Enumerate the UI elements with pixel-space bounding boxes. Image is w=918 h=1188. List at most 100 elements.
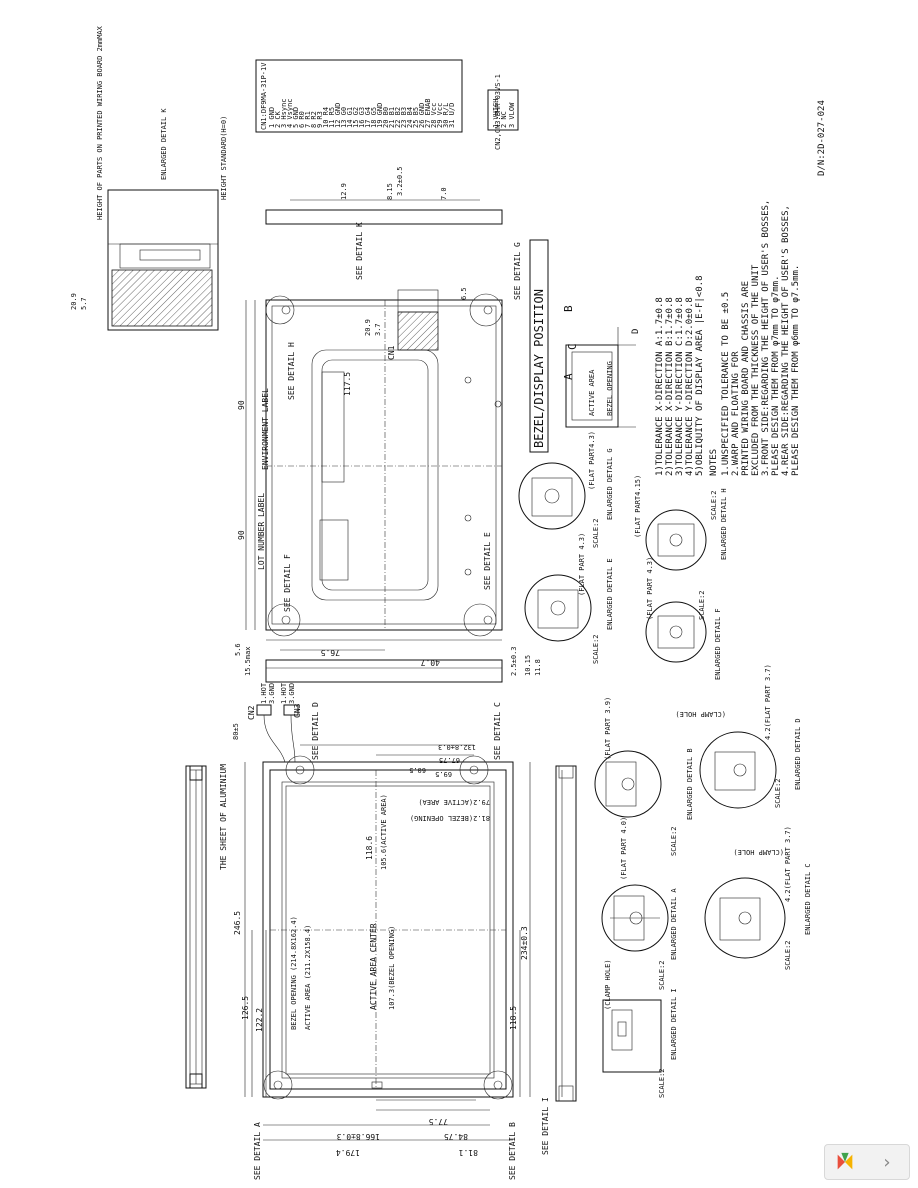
active-area-label: ACTIVE AREA xyxy=(588,369,596,416)
detail-h-scale: SCALE:2 xyxy=(710,490,718,520)
doc-number: D/N:2D-027-024 xyxy=(817,100,827,176)
cn1-pin-1: 1 GND xyxy=(268,107,276,128)
detail-b-title: ENLARGED DETAIL B xyxy=(686,748,694,820)
note-7: 4.REAR SIDE:REGARDING THE HEIGHT OF USER… xyxy=(781,205,791,476)
cn1-pin-22: 22 B2 xyxy=(394,107,402,128)
note-3: PRINTED WIRING BOARD AND CHASSIS ARE xyxy=(741,281,751,476)
dim-234: 234±0.3 xyxy=(520,926,529,960)
cn1-pin-26: 26 GND xyxy=(418,103,426,128)
tolerance-list: 1)TOLERANCE X-DIRECTION A:1.7±0.8 2)TOLE… xyxy=(655,276,705,476)
cn1-pin-28: 28 Vcc xyxy=(430,103,438,128)
cn1-pin-30: 30 R/L xyxy=(442,103,450,128)
note-4: EXCLUDED FROM THE THICKNESS OF THE UNIT xyxy=(751,264,761,476)
cn1-pin-18: 18 G5 xyxy=(370,107,378,128)
note-8: PLEASE DESIGN THEM FROM φ6mm TO φ7.5mm. xyxy=(791,265,801,476)
dim-bezel-opening-v: 107.3(BEZEL OPENING) xyxy=(388,926,396,1010)
cn1-pin-7: 7 R1 xyxy=(304,111,312,128)
dim-height-total: 246.5 xyxy=(233,911,242,935)
cn3-pin-3: 3.GND xyxy=(288,683,296,704)
dim-bezel-opening-h: 81.2(BEZEL OPENING) xyxy=(410,814,490,822)
bezel-opening-label: BEZEL OPENING xyxy=(606,361,614,416)
cn1-pin-5: 5 GND xyxy=(292,107,300,128)
details-front: ENLARGED DETAIL I SCALE:2 ENLARGED DETAI… xyxy=(594,664,812,1098)
dim-84-75: 84.75 xyxy=(444,1132,468,1141)
cn1-pin-10: 10 R4 xyxy=(322,107,330,128)
dim-69-5: 69.5 xyxy=(435,770,452,778)
detail-g-flat: (FLAT PART4.3) xyxy=(588,431,596,490)
back-view: 90 90 117.5 76.5 40.7 15.5max 5.6 2.5±0.… xyxy=(234,166,542,683)
back-dim-7-0: 7.0 xyxy=(440,187,448,200)
cn23-header: CN2,CN3:BHR-03VS-1 xyxy=(494,74,502,150)
cn1-pin-29: 29 Vcc xyxy=(436,103,444,128)
cn3-label: CN3 xyxy=(293,703,302,718)
dim-122-2: 122.2 xyxy=(255,1008,264,1032)
detail-d-clamp: (CLAMP HOLE) xyxy=(675,710,726,718)
detail-k-dim-20-9: 20.9 xyxy=(70,293,78,310)
detail-k-dim-5-7: 5.7 xyxy=(80,297,88,310)
detail-c-clamp: (CLAMP HOLE) xyxy=(733,848,784,856)
back-dim-5-6: 5.6 xyxy=(234,643,242,656)
detail-g-scale: SCALE:2 xyxy=(592,518,600,548)
detail-i-title: ENLARGED DETAIL I xyxy=(670,988,678,1060)
cn1-pin-3: 3 Hsync xyxy=(280,98,288,128)
back-dim-2-5: 2.5±0.3 xyxy=(510,646,518,676)
dim-67-75: 67.75 xyxy=(439,756,460,764)
dim-126-5: 126.5 xyxy=(241,996,250,1020)
dim-118-6: 118.6 xyxy=(365,836,374,860)
next-page-button[interactable]: › xyxy=(883,1151,891,1173)
cn1-pin-25: 25 B5 xyxy=(412,107,420,128)
detail-c-title: ENLARGED DETAIL C xyxy=(804,863,812,935)
detail-k-parts: HEIGHT OF PARTS ON PRINTED WIRING BOARD … xyxy=(96,25,104,220)
dim-60-5: 60.5 xyxy=(409,766,426,774)
environment-label: ENVIRONMENT LABEL xyxy=(261,388,270,470)
cn1-pin-9: 9 R3 xyxy=(316,111,324,128)
notes-block: NOTES 1.UNSPECIFIED TOLERANCE TO BE ±0.5… xyxy=(709,200,801,476)
bezel-label-a: A xyxy=(562,373,575,380)
dim-active-area-h: 79.2(ACTIVE AREA) xyxy=(418,798,490,806)
app-logo-icon xyxy=(837,1152,853,1170)
cn2-pin-3: 3.GND xyxy=(268,683,276,704)
cn1-pin-19: 19 GND xyxy=(376,103,384,128)
detail-f-title: ENLARGED DETAIL F xyxy=(714,608,722,680)
see-detail-g: SEE DETAIL G xyxy=(513,242,522,300)
detail-g-title: ENLARGED DETAIL G xyxy=(606,448,614,520)
cn2-label: CN2 xyxy=(247,705,256,720)
back-dim-90b: 90 xyxy=(237,530,246,540)
detail-b-scale: SCALE:2 xyxy=(670,826,678,856)
detail-d-scale: SCALE:2 xyxy=(774,778,782,808)
cn1-pin-13: 13 G0 xyxy=(340,107,348,128)
cn1-pin-11: 11 R5 xyxy=(328,107,336,128)
note-2: 2.WARP AND FLOATING FOR xyxy=(731,351,741,476)
cn1-pin-17: 17 G4 xyxy=(364,107,372,128)
see-detail-h: SEE DETAIL H xyxy=(287,342,296,400)
cn1-pin-15: 15 G2 xyxy=(352,107,360,128)
tolerance-3: 3)TOLERANCE Y-DIRECTION C:1.7±0.8 xyxy=(675,297,685,476)
detail-e-title: ENLARGED DETAIL E xyxy=(606,558,614,630)
see-detail-f: SEE DETAIL F xyxy=(283,554,292,612)
tolerance-1: 1)TOLERANCE X-DIRECTION A:1.7±0.8 xyxy=(655,297,665,476)
notes-title: NOTES xyxy=(709,449,719,476)
detail-e-flat: (FLAT PART 4.3) xyxy=(578,533,586,596)
dim-80: 80±5 xyxy=(232,723,240,740)
cn1-pin-24: 24 B4 xyxy=(406,107,414,128)
dim-179-4: 179.4 xyxy=(336,1148,360,1157)
detail-c-flat: 4.2(FLAT PART 3.7) xyxy=(784,826,792,902)
cn1-pin-27: 27 ENAB xyxy=(424,98,432,128)
cn1-pin-2: 2 CK xyxy=(274,110,282,128)
front-view: THE SHEET OF ALUMINIUM xyxy=(185,682,577,1180)
see-detail-b: SEE DETAIL B xyxy=(508,1122,517,1180)
back-dim-76-5: 76.5 xyxy=(321,648,340,657)
detail-f-scale: SCALE:2 xyxy=(698,590,706,620)
detail-k-title: ENLARGED DETAIL K xyxy=(160,108,168,180)
cn1-pin-20: 20 B0 xyxy=(382,107,390,128)
back-dim-6-5: 6.5 xyxy=(460,287,468,300)
aluminium-sheet-label: THE SHEET OF ALUMINIUM xyxy=(219,764,228,870)
viewer-nav: › xyxy=(824,1144,910,1180)
dim-81-1: 81.1 xyxy=(459,1148,478,1157)
cn2-pin-1: 1.HOT xyxy=(260,682,268,704)
back-dim-20-9: 20.9 xyxy=(364,319,372,336)
back-dim-3-7: 3.7 xyxy=(374,323,382,336)
back-dim-11-8: 11.8 xyxy=(534,659,542,676)
cn23-pin-1: 1 VHIGH xyxy=(492,98,500,128)
